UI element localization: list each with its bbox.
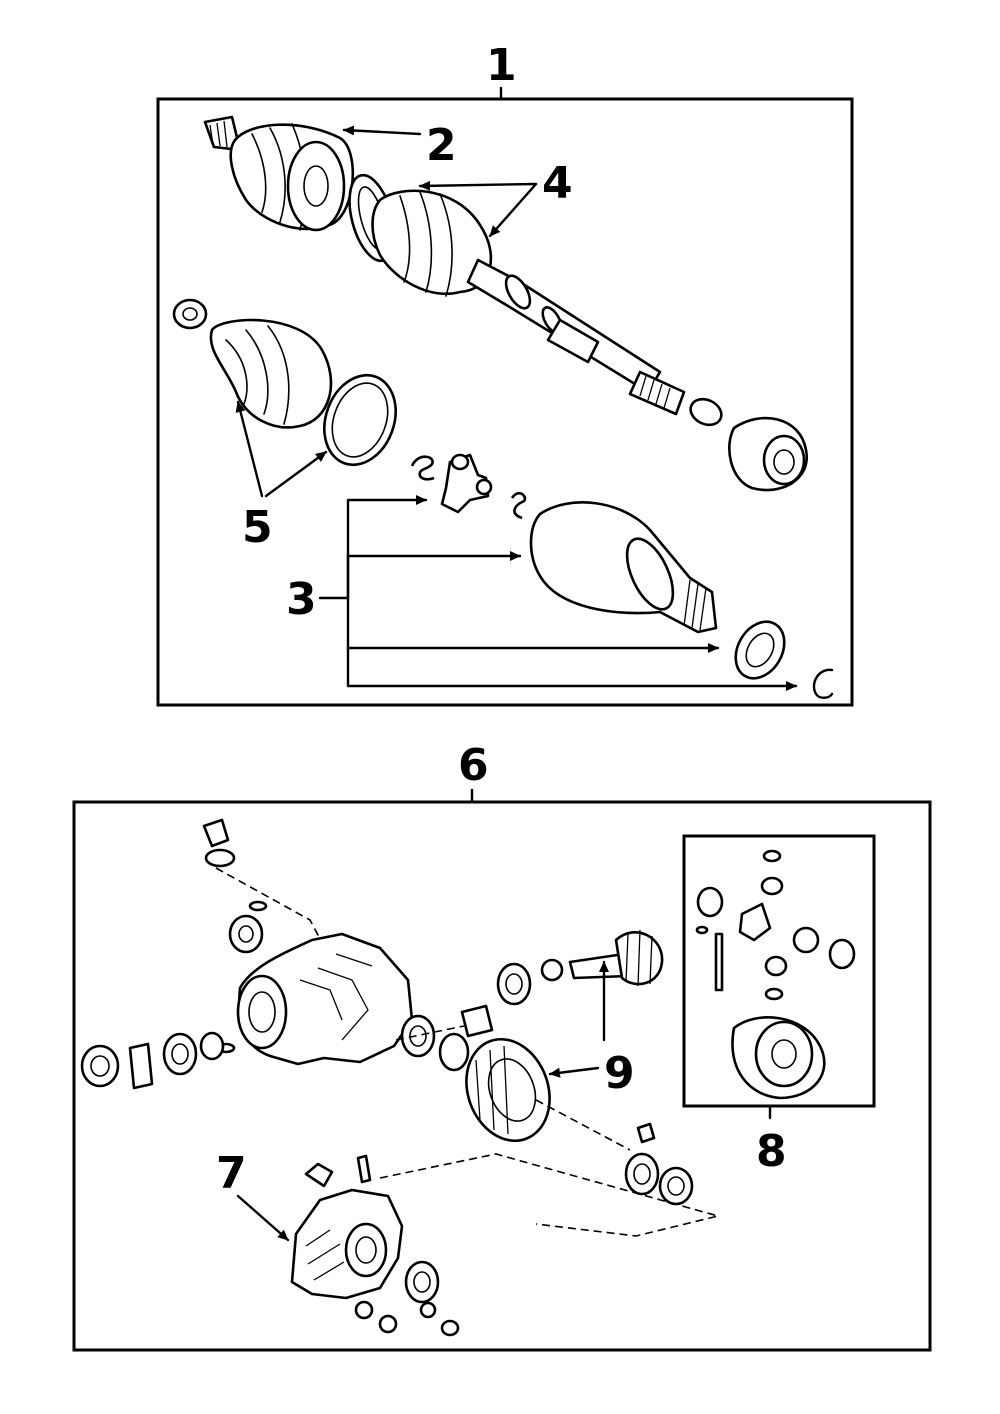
callout-8: 8 <box>756 1126 787 1177</box>
leader-3d <box>346 646 798 691</box>
vent-washer <box>204 848 236 868</box>
pinion-washer-left <box>696 886 724 918</box>
leader-2 <box>342 125 422 136</box>
callout-3: 3 <box>286 574 317 625</box>
pinion-shaft <box>714 932 724 992</box>
leader-4b <box>488 182 538 238</box>
circlip-b <box>510 491 527 520</box>
inner-cv-joint <box>529 501 718 634</box>
oil-seal-left <box>80 1044 120 1088</box>
callout-6: 6 <box>458 740 489 791</box>
pinion-race <box>438 1032 470 1072</box>
callout-1: 1 <box>486 40 517 91</box>
axle-shaft-frame <box>156 97 854 707</box>
callout-5: 5 <box>242 502 273 553</box>
end-clip <box>812 668 834 699</box>
side-gear-top <box>760 876 784 896</box>
thrust-washer-top <box>762 849 782 863</box>
cover-boss <box>344 1222 388 1278</box>
cover-bolt-d <box>440 1319 460 1337</box>
leader-3a <box>318 495 428 600</box>
vent-plug <box>202 818 230 848</box>
leader-4a <box>418 180 538 191</box>
callout-9: 9 <box>604 1048 635 1099</box>
race-left <box>199 1031 225 1061</box>
cover-bolt-c <box>419 1301 437 1319</box>
spacer-left <box>128 1042 154 1090</box>
differential-frame <box>72 800 932 1352</box>
differential-group: 6 7 8 9 <box>72 740 932 1352</box>
pinion-nut <box>540 958 564 982</box>
thrust-washer-bottom <box>764 987 784 1001</box>
pinion-gear-left <box>738 902 772 942</box>
callout-7: 7 <box>216 1148 247 1199</box>
axle-shaft-group: 1 2 3 4 5 <box>156 40 854 707</box>
side-gear-bottom <box>764 955 788 977</box>
cover-bolt-b <box>378 1314 398 1334</box>
tripod-spider <box>440 453 490 514</box>
housing-flange <box>236 974 288 1050</box>
leader-5b <box>264 450 328 498</box>
leader-5a <box>235 400 264 498</box>
callout-2: 2 <box>426 120 457 171</box>
crush-sleeve <box>460 1004 494 1038</box>
oil-seal-right <box>658 1166 694 1206</box>
cover-bolt-a <box>354 1300 374 1320</box>
cover-gasket <box>304 1162 334 1188</box>
seal-ring <box>734 620 786 680</box>
inner-spline <box>628 370 686 416</box>
pinion-bearing <box>400 1014 436 1058</box>
leader-9b <box>548 1066 600 1078</box>
boot-kit-icon <box>172 298 397 467</box>
bearing-left <box>162 1032 198 1076</box>
differential-housing-icon <box>216 932 414 1066</box>
cover-seal <box>404 1260 440 1304</box>
cv-axle-shaft-icon <box>203 115 808 492</box>
leader-7 <box>236 1194 290 1242</box>
snap-ring <box>689 397 723 427</box>
cover-plug <box>356 1154 372 1184</box>
pinion-gear-right <box>792 926 820 954</box>
outer-cv-housing-face <box>286 140 346 232</box>
diff-case-inset-frame <box>682 834 876 1108</box>
side-bearing-right <box>624 1152 660 1196</box>
circlip-a <box>410 455 435 481</box>
bolt-right <box>636 1122 656 1144</box>
small-clamp <box>172 298 208 330</box>
callout-4: 4 <box>542 158 573 209</box>
replacement-boot <box>209 318 333 429</box>
pinion-washer-right <box>828 938 856 970</box>
outer-bearing <box>496 962 532 1006</box>
side-bearing-left <box>228 914 264 954</box>
inner-joint-kit-icon <box>410 453 834 699</box>
